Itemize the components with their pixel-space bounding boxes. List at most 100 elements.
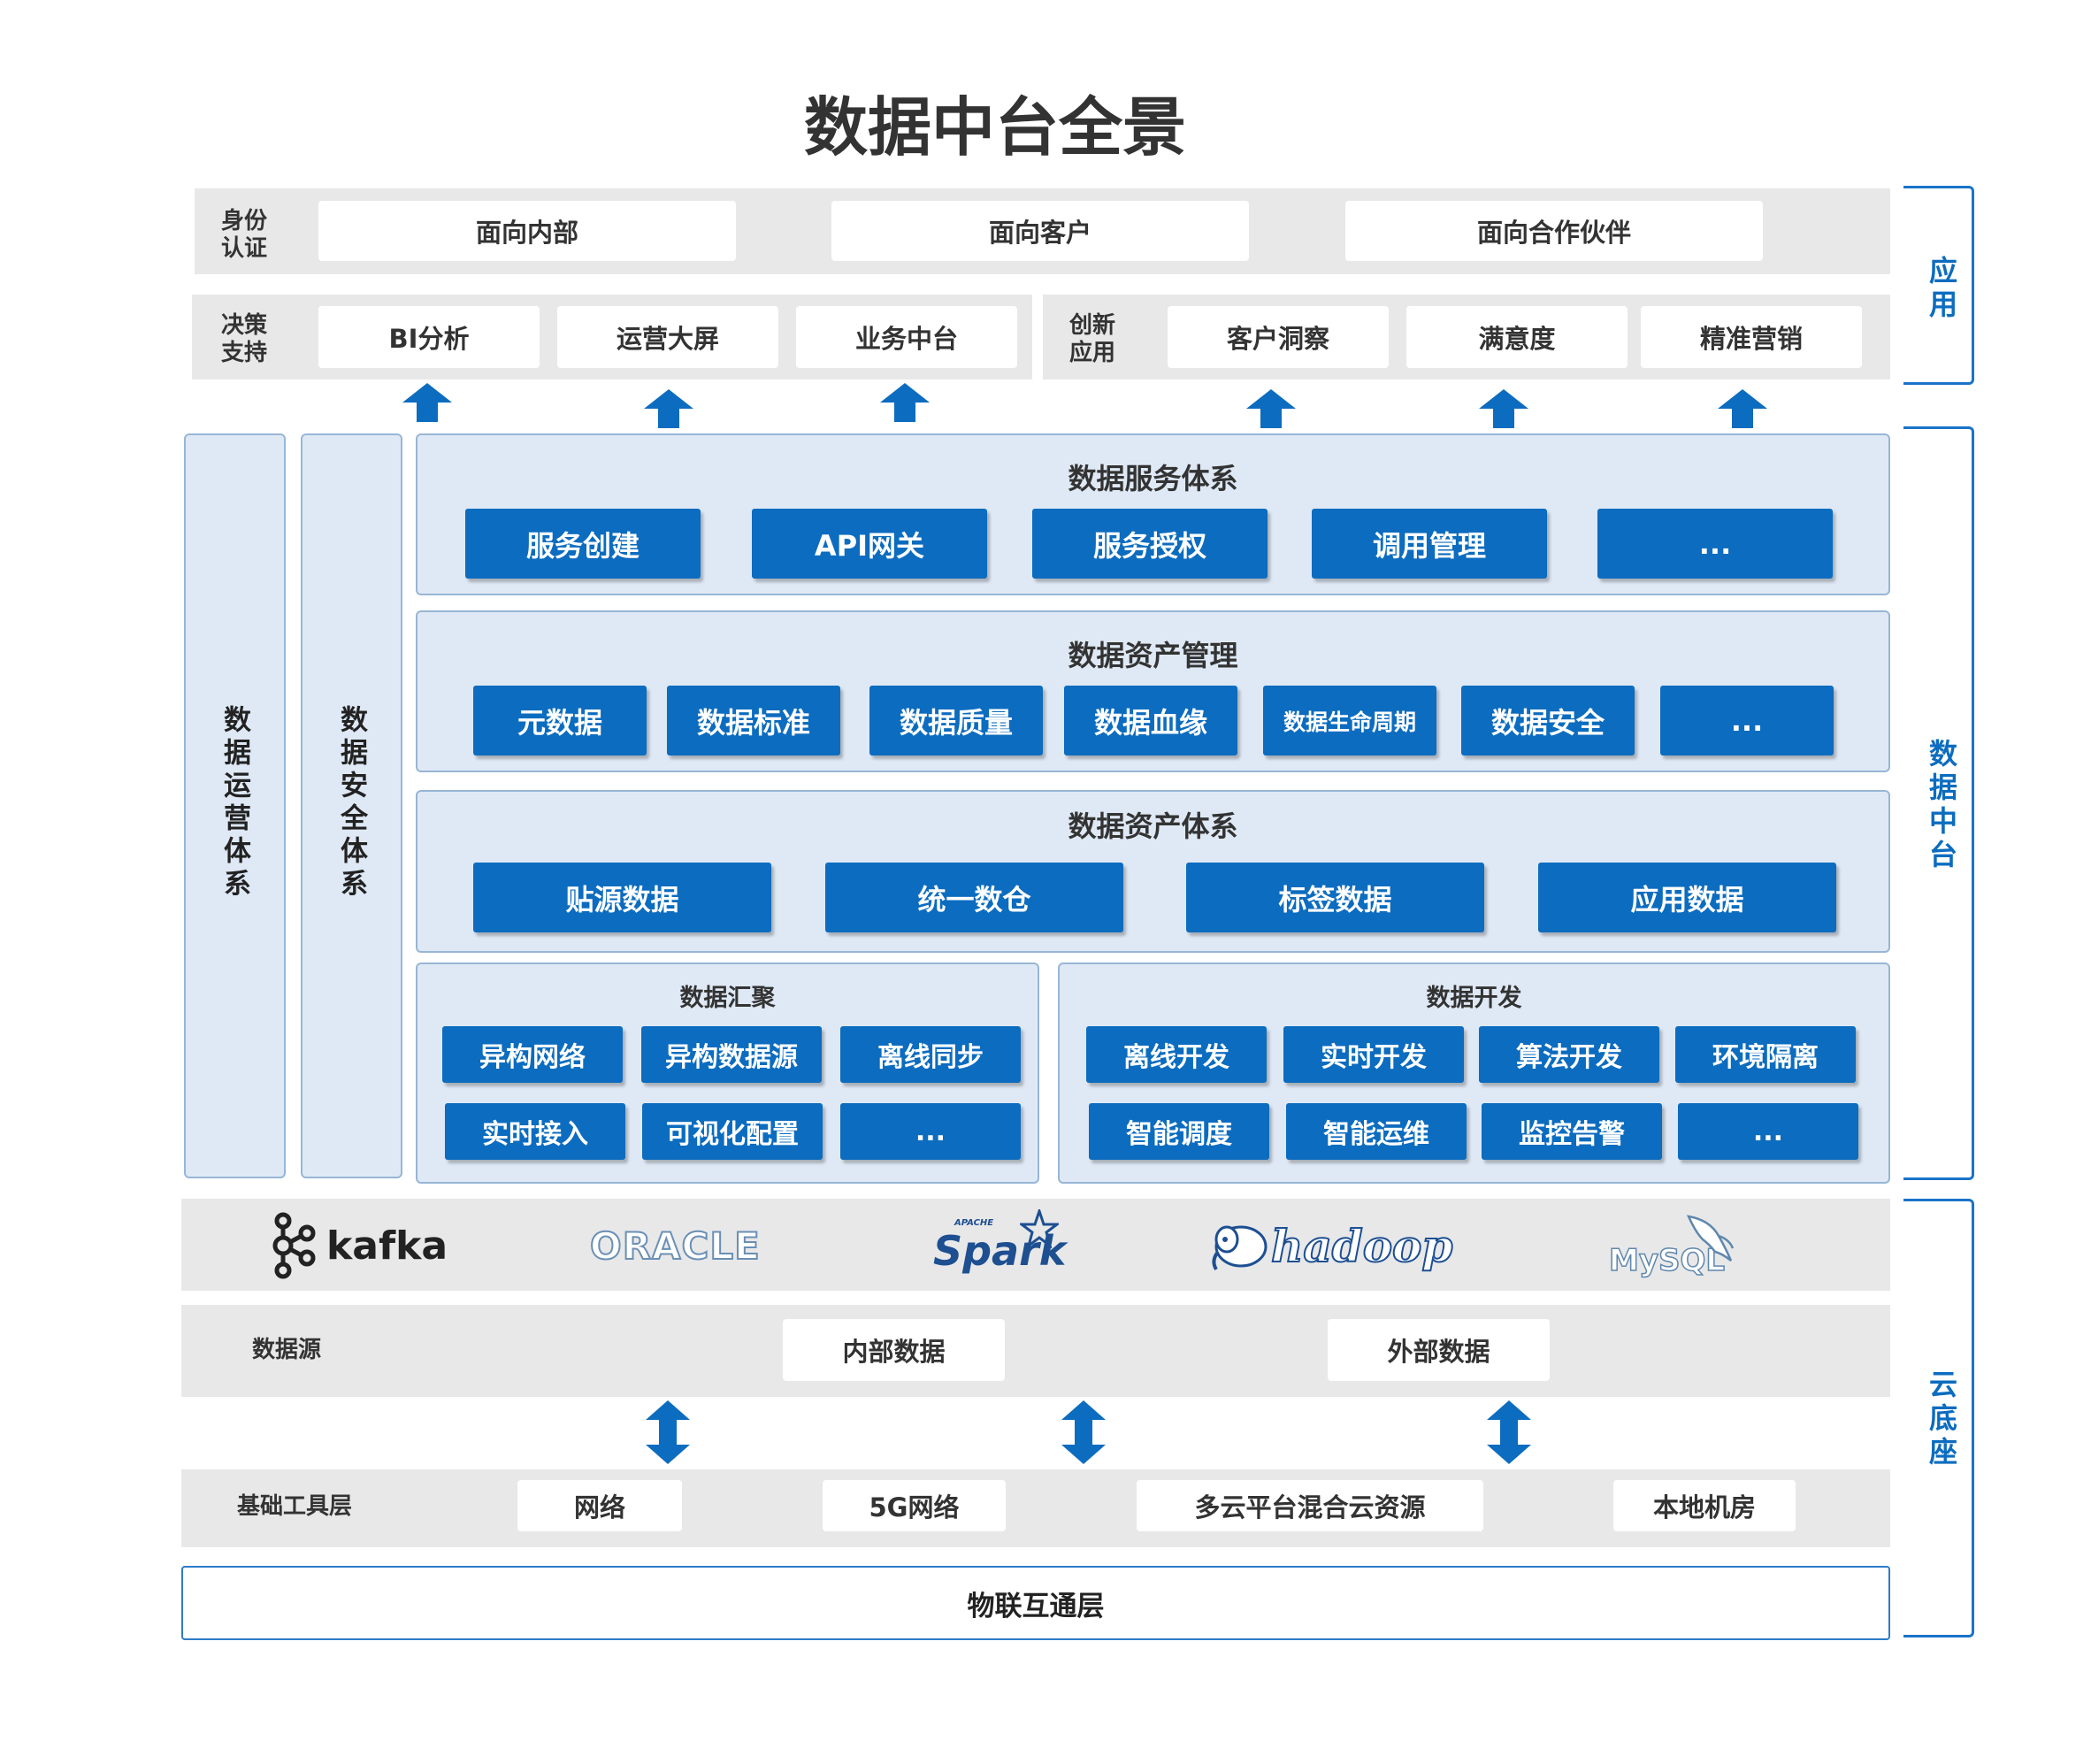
- app-partner[interactable]: 面向合作伙伴: [1345, 201, 1763, 261]
- service-create-button[interactable]: 服务创建: [465, 509, 701, 579]
- app-bi[interactable]: BI分析: [318, 306, 540, 368]
- asset-management-title: 数据资产管理: [1068, 639, 1238, 672]
- app-customer-insight[interactable]: 客户洞察: [1168, 306, 1389, 368]
- spark-star-icon: [1020, 1209, 1059, 1248]
- security-system-label: 数据安全体系: [335, 705, 367, 901]
- aggregation-more-button[interactable]: ...: [840, 1103, 1021, 1160]
- app-internal[interactable]: 面向内部: [318, 201, 736, 261]
- oracle-logo: ORACLE: [589, 1222, 761, 1269]
- asset-system-title: 数据资产体系: [1068, 809, 1238, 843]
- unified-warehouse-button[interactable]: 统一数仓: [825, 863, 1123, 932]
- infrastructure-label: 基础工具层: [237, 1493, 353, 1520]
- realtime-dev-button[interactable]: 实时开发: [1283, 1026, 1464, 1083]
- smart-schedule-button[interactable]: 智能调度: [1089, 1103, 1269, 1160]
- aggregation-title: 数据汇聚: [679, 985, 776, 1012]
- innovation-label: 创新 应用: [1069, 312, 1116, 366]
- local-datacenter-box[interactable]: 本地机房: [1613, 1480, 1796, 1531]
- source-data-button[interactable]: 贴源数据: [473, 863, 771, 932]
- data-quality-button[interactable]: 数据质量: [869, 686, 1043, 755]
- cloud-base-bracket: 云底座: [1903, 1199, 1974, 1637]
- hetero-network-button[interactable]: 异构网络: [442, 1026, 623, 1083]
- app-biz-platform[interactable]: 业务中台: [796, 306, 1017, 368]
- app-ops-screen[interactable]: 运营大屏: [557, 306, 778, 368]
- platform-bracket: 数据中台: [1903, 426, 1974, 1180]
- elephant-icon: [1212, 1225, 1268, 1271]
- arrow-up-icon: [644, 389, 693, 428]
- mysql-logo: MySQL: [1607, 1211, 1749, 1282]
- offline-sync-button[interactable]: 离线同步: [840, 1026, 1021, 1083]
- innovation-row: 创新 应用 客户洞察 满意度 精准营销: [1043, 295, 1890, 380]
- external-data-box[interactable]: 外部数据: [1328, 1319, 1550, 1381]
- oracle-text: ORACLE: [589, 1223, 761, 1269]
- arrow-up-icon: [1246, 389, 1296, 428]
- network-box[interactable]: 网络: [517, 1480, 682, 1531]
- kafka-logo: kafka: [270, 1212, 448, 1279]
- 5g-network-box[interactable]: 5G网络: [823, 1480, 1006, 1531]
- application-bracket: 应用: [1903, 186, 1974, 385]
- data-lifecycle-button[interactable]: 数据生命周期: [1263, 686, 1436, 755]
- data-source-row: 数据源 内部数据 外部数据: [181, 1305, 1890, 1397]
- data-lineage-button[interactable]: 数据血缘: [1064, 686, 1237, 755]
- infrastructure-row: 基础工具层 网络 5G网络 多云平台混合云资源 本地机房: [181, 1469, 1890, 1547]
- arrow-updown-icon: [1487, 1400, 1531, 1464]
- decision-label: 决策 支持: [221, 312, 268, 366]
- metadata-button[interactable]: 元数据: [473, 686, 647, 755]
- mysql-text: MySQL: [1608, 1242, 1726, 1279]
- development-title: 数据开发: [1426, 985, 1522, 1012]
- realtime-ingest-button[interactable]: 实时接入: [445, 1103, 625, 1160]
- hetero-source-button[interactable]: 异构数据源: [641, 1026, 822, 1083]
- page-title: 数据中台全景: [803, 90, 1186, 165]
- arrow-updown-icon: [1061, 1400, 1106, 1464]
- development-more-button[interactable]: ...: [1678, 1103, 1858, 1160]
- decision-row: 决策 支持 BI分析 运营大屏 业务中台: [192, 295, 1032, 380]
- api-gateway-button[interactable]: API网关: [752, 509, 987, 579]
- internal-data-box[interactable]: 内部数据: [783, 1319, 1005, 1381]
- iot-layer[interactable]: 物联互通层: [181, 1566, 1890, 1640]
- aggregation-panel: 数据汇聚 异构网络 异构数据源 离线同步 实时接入 可视化配置 ...: [416, 963, 1039, 1184]
- ops-system-label: 数据运营体系: [218, 705, 250, 901]
- cloud-base-bracket-label: 云底座: [1925, 1369, 1958, 1470]
- security-system-column: 数据安全体系: [301, 433, 402, 1178]
- data-standard-button[interactable]: 数据标准: [667, 686, 840, 755]
- identity-row: 身份 认证 面向内部 面向客户 面向合作伙伴: [195, 188, 1890, 274]
- visual-config-button[interactable]: 可视化配置: [642, 1103, 823, 1160]
- platform-bracket-label: 数据中台: [1925, 739, 1958, 873]
- dolphin-icon: [1686, 1215, 1735, 1262]
- service-system-title: 数据服务体系: [1068, 462, 1238, 495]
- spark-logo: APACHE Spark: [931, 1208, 1067, 1282]
- service-more-button[interactable]: ...: [1597, 509, 1833, 579]
- hadoop-text: hadoop: [1270, 1219, 1453, 1273]
- spark-text: Spark: [933, 1227, 1067, 1275]
- identity-label: 身份 认证: [221, 208, 268, 262]
- monitor-alert-button[interactable]: 监控告警: [1482, 1103, 1662, 1160]
- app-customer[interactable]: 面向客户: [831, 201, 1249, 261]
- spark-small-text: APACHE: [954, 1218, 994, 1228]
- data-source-label: 数据源: [252, 1337, 322, 1363]
- asset-system-panel: 数据资产体系 贴源数据 统一数仓 标签数据 应用数据: [416, 790, 1890, 953]
- algorithm-dev-button[interactable]: 算法开发: [1479, 1026, 1659, 1083]
- smart-ops-button[interactable]: 智能运维: [1286, 1103, 1467, 1160]
- hybrid-cloud-box[interactable]: 多云平台混合云资源: [1137, 1480, 1483, 1531]
- tech-logo-bar: kafka ORACLE APACHE Spark hadoop MySQL: [181, 1199, 1890, 1291]
- arrow-updown-icon: [646, 1400, 690, 1464]
- asset-more-button[interactable]: ...: [1660, 686, 1834, 755]
- asset-management-panel: 数据资产管理 元数据 数据标准 数据质量 数据血缘 数据生命周期 数据安全 ..…: [416, 610, 1890, 772]
- app-precision-marketing[interactable]: 精准营销: [1641, 306, 1862, 368]
- arrow-up-icon: [1718, 389, 1767, 428]
- env-isolation-button[interactable]: 环境隔离: [1675, 1026, 1856, 1083]
- call-management-button[interactable]: 调用管理: [1312, 509, 1547, 579]
- arrow-up-icon: [402, 383, 452, 422]
- tag-data-button[interactable]: 标签数据: [1186, 863, 1484, 932]
- arrow-up-icon: [1479, 389, 1528, 428]
- application-data-button[interactable]: 应用数据: [1538, 863, 1836, 932]
- offline-dev-button[interactable]: 离线开发: [1086, 1026, 1267, 1083]
- data-security-button[interactable]: 数据安全: [1461, 686, 1635, 755]
- service-auth-button[interactable]: 服务授权: [1032, 509, 1268, 579]
- service-system-panel: 数据服务体系 服务创建 API网关 服务授权 调用管理 ...: [416, 433, 1890, 595]
- kafka-text: kafka: [326, 1223, 448, 1269]
- kafka-icon: [272, 1212, 316, 1279]
- app-satisfaction[interactable]: 满意度: [1406, 306, 1628, 368]
- arrow-up-icon: [880, 383, 930, 422]
- development-panel: 数据开发 离线开发 实时开发 算法开发 环境隔离 智能调度 智能运维 监控告警 …: [1058, 963, 1890, 1184]
- hadoop-logo: hadoop: [1207, 1213, 1453, 1278]
